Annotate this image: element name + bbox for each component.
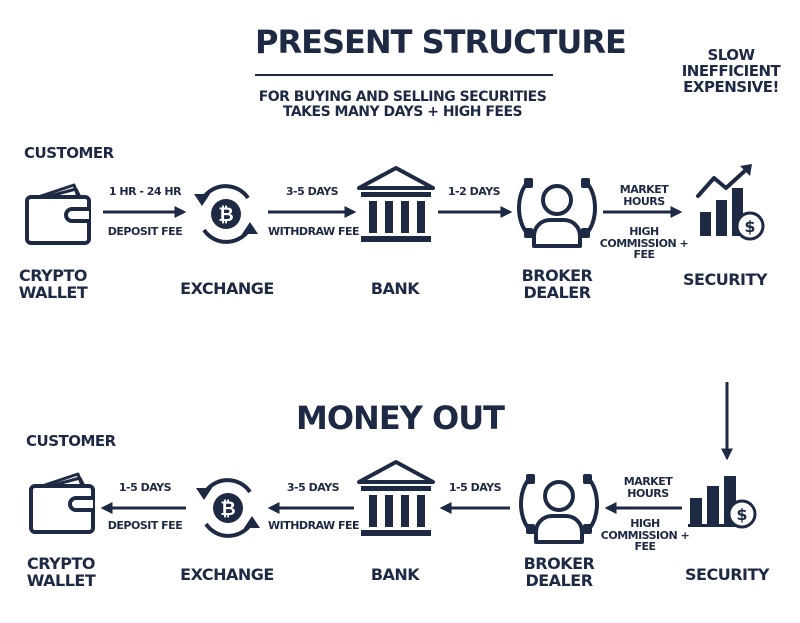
bank-icon (357, 166, 435, 242)
edge-broker-security-bottom-2: COMMISSION + (599, 236, 689, 250)
edge-broker-security-bottom-1: HIGH (629, 225, 659, 238)
customer-tag: CUSTOMER (24, 144, 114, 162)
title-underline (255, 74, 553, 76)
side-note-slow: SLOW (707, 46, 755, 64)
edge-security-broker-bottom-3: FEE (634, 540, 656, 554)
edge-broker-security-top-1: MARKET (619, 183, 669, 196)
svg-text:$: $ (744, 217, 755, 236)
edge-bank-broker-top: 1-2 DAYS (447, 185, 501, 198)
wallet-label-out-line-2: WALLET (26, 570, 96, 590)
side-note: SLOW INEFFICIENT EXPENSIVE! (676, 46, 786, 96)
security-chart-icon: $ (688, 476, 757, 529)
security-label: SECURITY (683, 270, 767, 289)
wallet-label-out: CRYPTO WALLET (6, 554, 116, 590)
wallet-label-line-2: WALLET (18, 282, 88, 302)
edge-broker-security-bottom: HIGH COMMISSION + FEE (598, 226, 690, 261)
broker-phone-icon (517, 178, 597, 248)
customer-tag-out: CUSTOMER (26, 432, 116, 450)
edge-broker-bank-top: 1-5 DAYS (448, 481, 502, 494)
edge-security-broker-top-2: HOURS (627, 486, 669, 500)
edge-exchange-bank-bottom: WITHDRAW FEE (268, 225, 360, 238)
edge-broker-security-bottom-3: FEE (633, 248, 655, 262)
broker-label: BROKER DEALER (502, 266, 612, 302)
edge-security-broker-top: MARKET HOURS (614, 476, 682, 499)
svg-text:$: $ (736, 505, 747, 524)
edge-bank-exchange-top: 3-5 DAYS (286, 481, 340, 494)
broker-label-out-line-1: BROKER (523, 554, 595, 573)
bitcoin-exchange-icon: ₿ (194, 184, 258, 244)
wallet-label: CRYPTO WALLET (0, 266, 108, 302)
side-note-inefficient: INEFFICIENT (681, 61, 781, 80)
svg-text:₿: ₿ (220, 498, 235, 520)
broker-label-out-line-2: DEALER (525, 570, 593, 590)
edge-exchange-wallet-bottom: DEPOSIT FEE (107, 519, 183, 532)
bank-icon (357, 460, 435, 536)
edge-security-broker-bottom-2: COMMISSION + (600, 528, 690, 542)
side-note-expensive: EXPENSIVE! (683, 77, 779, 96)
broker-label-out: BROKER DEALER (504, 554, 614, 590)
bitcoin-exchange-icon: ₿ (196, 478, 260, 538)
wallet-icon (29, 472, 95, 534)
exchange-label-out: EXCHANGE (180, 565, 274, 584)
broker-label-line-1: BROKER (521, 266, 593, 285)
wallet-label-out-line-1: CRYPTO (26, 554, 96, 573)
bank-label-out: BANK (370, 565, 420, 584)
edge-broker-security-top-2: HOURS (623, 194, 665, 208)
edge-exchange-wallet-top: 1-5 DAYS (118, 481, 172, 494)
page-subtitle: FOR BUYING AND SELLING SECURITIES TAKES … (230, 90, 575, 119)
edge-broker-security-top: MARKET HOURS (610, 184, 678, 207)
edge-security-broker-bottom: HIGH COMMISSION + FEE (600, 518, 690, 553)
broker-phone-icon (519, 474, 599, 544)
broker-label-line-2: DEALER (523, 282, 591, 302)
money-out-title: MONEY OUT (295, 399, 505, 437)
edge-security-broker-top-1: MARKET (623, 475, 673, 488)
subtitle-line-2: TAKES MANY DAYS + HIGH FEES (282, 103, 523, 120)
subtitle-line-1: FOR BUYING AND SELLING SECURITIES (258, 89, 547, 105)
edge-bank-exchange-bottom: WITHDRAW FEE (268, 519, 360, 532)
security-chart-icon: $ (696, 164, 765, 241)
exchange-label: EXCHANGE (180, 279, 274, 298)
security-label-out: SECURITY (685, 565, 769, 584)
wallet-label-line-1: CRYPTO (18, 266, 88, 285)
bank-label: BANK (370, 279, 420, 298)
edge-wallet-exchange-top: 1 HR - 24 HR (108, 185, 182, 198)
edge-security-broker-bottom-1: HIGH (630, 517, 660, 530)
edge-wallet-exchange-bottom: DEPOSIT FEE (107, 225, 183, 238)
wallet-icon (25, 183, 91, 245)
edge-exchange-bank-top: 3-5 DAYS (285, 185, 339, 198)
svg-text:₿: ₿ (218, 204, 233, 226)
